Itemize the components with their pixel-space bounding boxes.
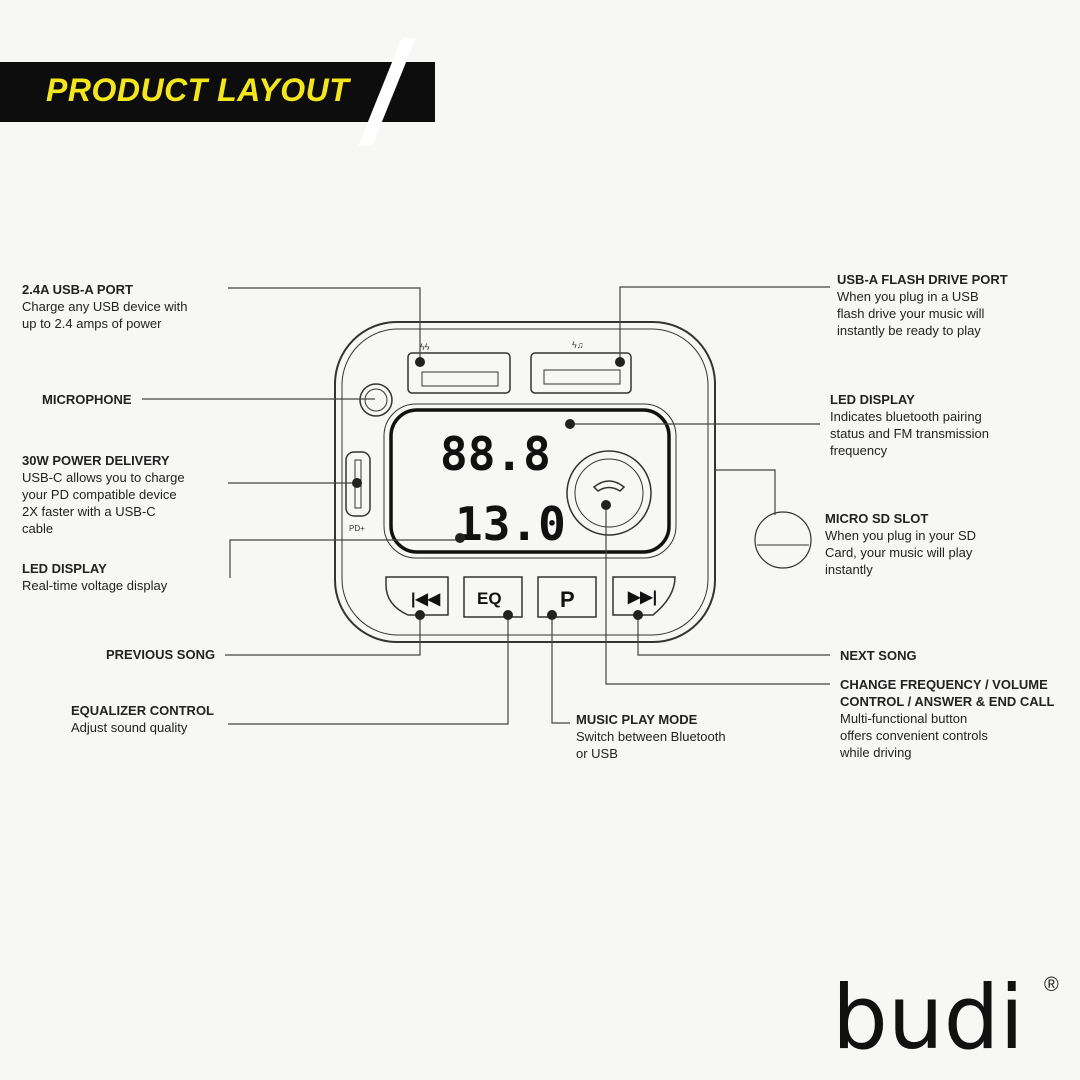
label-multi-function: CHANGE FREQUENCY / VOLUME CONTROL / ANSW… xyxy=(840,677,1055,760)
usb-a-port xyxy=(407,352,511,394)
charge-icon: ϟϟ xyxy=(420,342,430,352)
p-label: P xyxy=(560,587,575,612)
usb-c-port xyxy=(345,451,371,517)
display-voltage: 13.0 xyxy=(455,497,566,551)
page-title: PRODUCT LAYOUT xyxy=(46,72,350,108)
music-icon: ϟ♫ xyxy=(572,340,584,350)
microphone-inner xyxy=(364,388,388,412)
label-previous-song: PREVIOUS SONG xyxy=(106,647,216,662)
phone-icon xyxy=(592,480,626,492)
device-inner-outline xyxy=(341,328,709,636)
multi-function-button-inner xyxy=(574,458,644,528)
brand-logo: budi xyxy=(832,966,1024,1069)
usb-flash-port xyxy=(530,352,632,394)
registered-mark: ® xyxy=(1044,974,1059,996)
next-icon: ▶▶| xyxy=(627,589,657,606)
pd-label: PD+ xyxy=(349,524,365,533)
led-display xyxy=(389,408,671,554)
micro-sd-slot xyxy=(754,511,812,569)
eq-button xyxy=(463,576,523,618)
microphone xyxy=(359,383,393,417)
header-bar xyxy=(0,62,435,122)
eq-label: EQ xyxy=(477,589,502,608)
display-bezel xyxy=(383,403,677,559)
prev-icon: |◀◀ xyxy=(411,591,441,608)
display-frequency: 88.8 xyxy=(440,427,551,481)
label-next-song: NEXT SONG xyxy=(840,648,917,663)
callout-lines xyxy=(142,286,830,725)
prev-button xyxy=(385,576,449,616)
usb-a-port-slot xyxy=(421,371,499,387)
device-body xyxy=(334,321,716,643)
label-microphone: MICROPHONE xyxy=(42,392,132,407)
p-button xyxy=(537,576,597,618)
usb-flash-port-slot xyxy=(543,369,621,385)
next-button xyxy=(612,576,676,616)
multi-function-button xyxy=(566,450,652,536)
callout-dots xyxy=(352,357,643,620)
